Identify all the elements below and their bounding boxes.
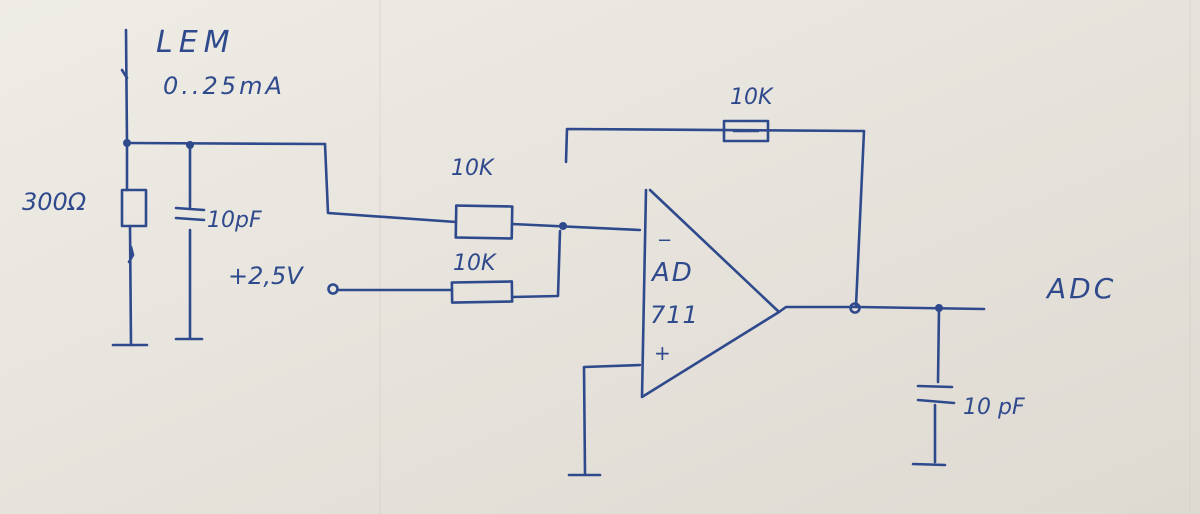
paper-texture (379, 0, 1191, 514)
feedback-path (564, 127, 866, 308)
feedback-resistor-label: 10K (730, 85, 774, 110)
input-resistor-2-symbol (450, 229, 562, 304)
input-resistor-1-symbol (454, 204, 642, 240)
opamp-number-label: 711 (650, 301, 699, 329)
opamp-plus-label: + (654, 341, 671, 365)
shunt-resistor-label: 300Ω (22, 188, 87, 216)
input-wire (323, 142, 458, 224)
shunt-resistor-symbol (111, 141, 149, 347)
output-capacitor-label: 10 pF (963, 395, 1025, 420)
input-resistor-1-label: 10K (451, 156, 495, 181)
feedback-resistor-symbol (722, 119, 770, 143)
input-capacitor-label: 10pF (207, 208, 262, 233)
reference-terminal (327, 283, 454, 295)
opamp-minus-label: − (657, 230, 672, 251)
output-branch (849, 302, 986, 467)
input-capacitor-symbol (174, 143, 206, 341)
output-label: ADC (1045, 272, 1116, 305)
opamp-symbol (567, 188, 860, 477)
source-name-label: LEM (156, 25, 236, 60)
reference-voltage-label: +2,5V (228, 262, 304, 290)
source-range-label: 0..25mA (163, 72, 285, 100)
input-resistor-2-label: 10K (453, 251, 497, 276)
opamp-name-label: AD (650, 258, 694, 288)
